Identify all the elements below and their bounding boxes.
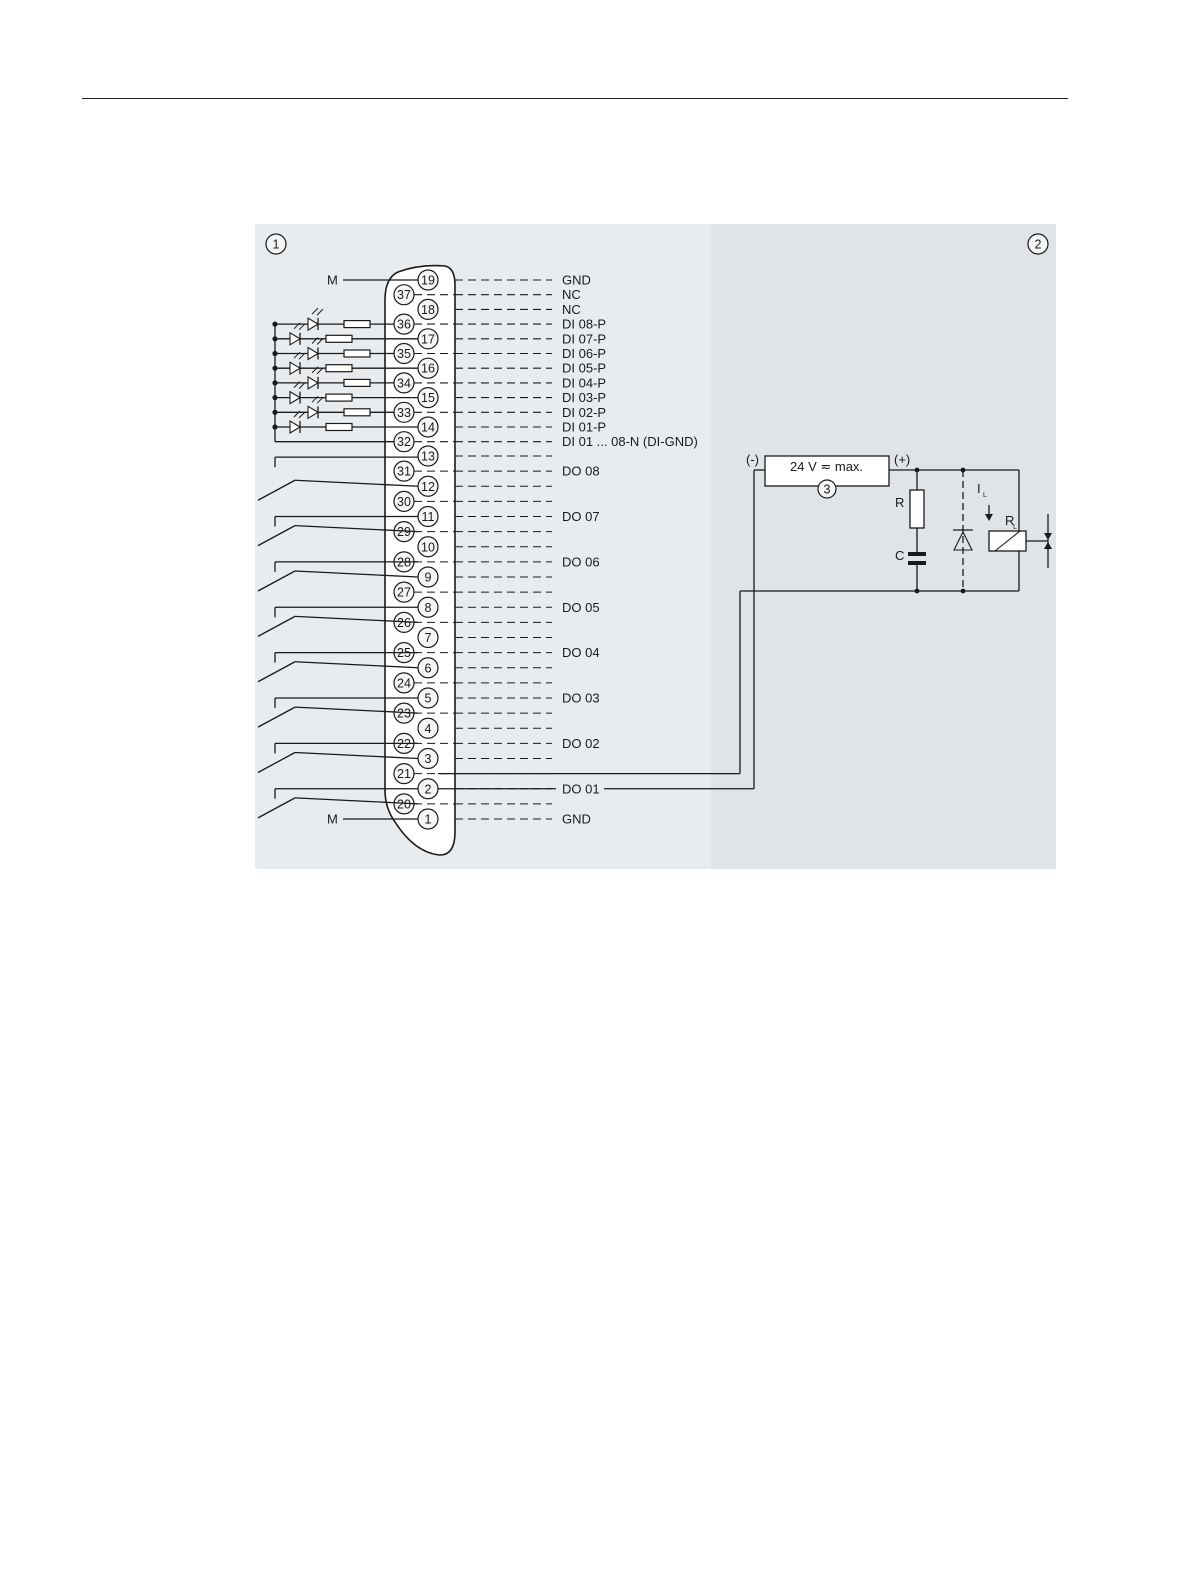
pin-14: 14 <box>421 421 435 435</box>
rc-resistor <box>910 490 924 528</box>
pin-1: 1 <box>425 813 432 827</box>
pin-16: 16 <box>421 362 435 376</box>
callout-1: 1 <box>273 238 280 252</box>
pin-19: 19 <box>421 274 435 288</box>
pin-17: 17 <box>421 332 435 346</box>
signal-label: DI 01-P <box>562 420 606 435</box>
pin-33: 33 <box>397 406 411 420</box>
signal-label: GND <box>562 812 591 827</box>
pin-24: 24 <box>397 676 411 690</box>
signal-label: GND <box>562 273 591 288</box>
di-resistor <box>326 335 352 342</box>
di-resistor <box>344 409 370 416</box>
signal-label: NC <box>562 287 581 302</box>
load-sub-label: L <box>1013 524 1017 531</box>
signal-label: DO 03 <box>562 691 600 706</box>
signal-label: DO 08 <box>562 464 600 479</box>
pin-11: 11 <box>422 510 435 524</box>
pin-7: 7 <box>425 631 432 645</box>
signal-label: DI 04-P <box>562 375 606 390</box>
pin-27: 27 <box>397 586 411 600</box>
pin-36: 36 <box>397 318 411 332</box>
pin-6: 6 <box>425 661 432 675</box>
capacitor-plate <box>908 552 926 556</box>
minus-label: (-) <box>746 452 759 467</box>
callout-2: 2 <box>1035 238 1042 252</box>
signal-label: DI 03-P <box>562 390 606 405</box>
di-resistor <box>344 379 370 386</box>
signal-label: DO 05 <box>562 600 600 615</box>
signal-label: DI 07-P <box>562 331 606 346</box>
di-resistor <box>326 365 352 372</box>
signal-label: DO 01 <box>562 781 600 796</box>
current-sub-label: L <box>983 492 987 499</box>
signal-label: DO 06 <box>562 554 600 569</box>
signal-label: DI 06-P <box>562 346 606 361</box>
plus-label: (+) <box>894 452 910 467</box>
current-label: I <box>977 481 981 496</box>
signal-label: DI 08-P <box>562 317 606 332</box>
pin-35: 35 <box>397 347 411 361</box>
pin-20: 20 <box>397 797 411 811</box>
pin-30: 30 <box>397 495 411 509</box>
signal-label: DI 05-P <box>562 361 606 376</box>
signal-label: DI 02-P <box>562 405 606 420</box>
pin-34: 34 <box>397 376 411 390</box>
pin-5: 5 <box>425 692 432 706</box>
pin-10: 10 <box>421 540 435 554</box>
di-resistor <box>344 321 370 328</box>
pin-4: 4 <box>425 722 432 736</box>
pin-15: 15 <box>421 391 435 405</box>
ground-label-top: M <box>327 273 338 288</box>
pin-31: 31 <box>397 465 411 479</box>
pin-9: 9 <box>425 571 432 585</box>
signal-label: DO 04 <box>562 645 600 660</box>
signal-label: DO 07 <box>562 509 600 524</box>
capacitor-label: C <box>895 548 904 563</box>
pin-37: 37 <box>397 288 411 302</box>
callout-3: 3 <box>824 483 831 497</box>
pin-8: 8 <box>425 601 432 615</box>
pin-2: 2 <box>425 782 432 796</box>
supply-label: 24 V ≂ max. <box>790 459 863 474</box>
pin-32: 32 <box>397 435 411 449</box>
di-resistor <box>326 394 352 401</box>
pin-3: 3 <box>425 752 432 766</box>
pin-29: 29 <box>397 525 411 539</box>
signal-label: DI 01 ... 08-N (DI-GND) <box>562 434 698 449</box>
pin-18: 18 <box>421 303 435 317</box>
pin-26: 26 <box>397 616 411 630</box>
pin-13: 13 <box>421 450 435 464</box>
di-resistor <box>344 350 370 357</box>
pin-21: 21 <box>397 767 411 781</box>
signal-label: NC <box>562 302 581 317</box>
pin-23: 23 <box>397 707 411 721</box>
pin-12: 12 <box>421 480 435 494</box>
di-resistor <box>326 424 352 431</box>
signal-label: DO 02 <box>562 736 600 751</box>
resistor-label: R <box>895 495 904 510</box>
capacitor-plate <box>908 561 926 565</box>
ground-label-bottom: M <box>327 812 338 827</box>
